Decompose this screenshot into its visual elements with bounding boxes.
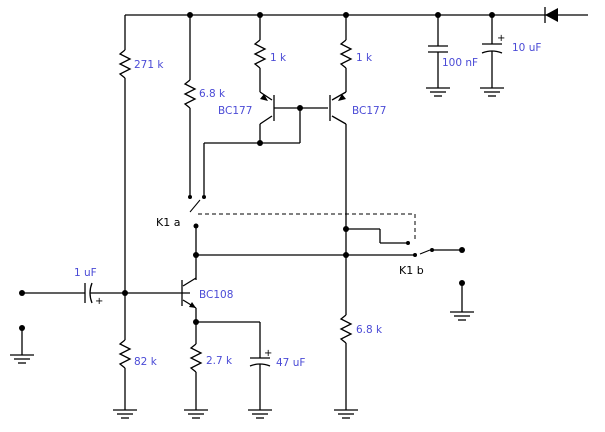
mirror-feed-wire xyxy=(203,140,300,195)
capacitor-1uf xyxy=(84,282,190,304)
resistor-82k-label: 82 k xyxy=(134,356,158,368)
resistor-6k8-collector-label: 6.8 k xyxy=(199,88,226,100)
relay-contact-b xyxy=(193,228,465,258)
capacitor-47uf-plus: + xyxy=(264,348,272,359)
transistor-bc177-right xyxy=(329,91,349,315)
transistor-bc177-left-label: BC177 xyxy=(218,105,252,117)
resistor-6k8-right xyxy=(334,314,358,419)
resistor-1k-left xyxy=(253,15,267,92)
transistor-bc177-left xyxy=(259,91,328,143)
capacitor-47uf-label: 47 uF xyxy=(276,357,305,369)
resistor-2k7 xyxy=(184,322,208,419)
relay-b-label: K1 b xyxy=(399,264,424,277)
supply-rail xyxy=(125,12,545,18)
ground-input xyxy=(10,325,34,364)
resistor-6k8-right-label: 6.8 k xyxy=(356,324,383,336)
capacitor-10uf-label: 10 uF xyxy=(512,42,541,54)
resistor-1k-right-label: 1 k xyxy=(356,52,373,64)
transistor-bc177-right-label: BC177 xyxy=(352,105,386,117)
ground-relay xyxy=(450,280,474,321)
resistor-1k-right xyxy=(339,15,353,92)
capacitor-1uf-label: 1 uF xyxy=(74,267,97,279)
capacitor-1uf-plus: + xyxy=(95,296,103,307)
resistor-271k xyxy=(118,15,132,340)
transistor-bc108-label: BC108 xyxy=(199,289,233,301)
relay-contact-a xyxy=(189,195,206,280)
resistor-6k8-collector xyxy=(183,15,197,199)
transistor-bc108 xyxy=(181,277,199,325)
relay-a-label: K1 a xyxy=(156,216,180,229)
resistor-2k7-label: 2.7 k xyxy=(206,355,233,367)
capacitor-47uf xyxy=(196,321,272,419)
relay-linkage xyxy=(198,213,416,240)
resistor-271k-label: 271 k xyxy=(134,59,164,71)
resistor-1k-left-label: 1 k xyxy=(270,52,287,64)
capacitor-10uf xyxy=(480,15,504,97)
input-terminal xyxy=(19,290,85,296)
ground-bias xyxy=(113,409,137,419)
capacitor-100nf-label: 100 nF xyxy=(442,57,478,69)
capacitor-10uf-plus: + xyxy=(497,33,505,44)
resistor-82k xyxy=(118,339,132,410)
capacitor-100nf xyxy=(426,15,450,97)
supply-diode xyxy=(544,7,588,23)
